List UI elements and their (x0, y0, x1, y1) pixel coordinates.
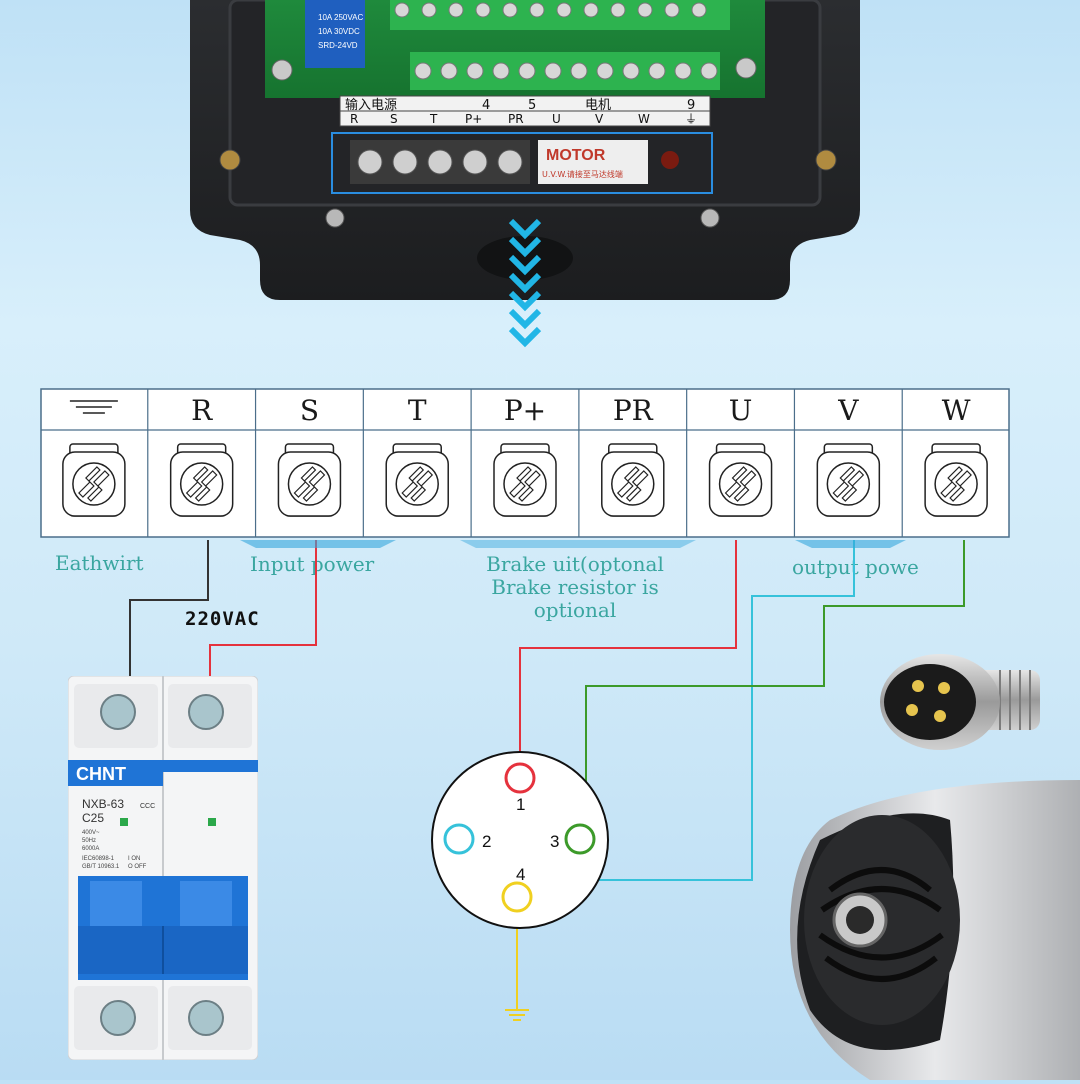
output-power-caption: output powe (792, 555, 919, 579)
terminal-label-input: 输入电源 (345, 97, 397, 113)
breaker-spec-3: 6000A (82, 846, 99, 852)
terminal-label-motor: 电机 (585, 98, 611, 113)
earth-caption: Eathwirt (55, 551, 144, 575)
photo-term-w: W (638, 112, 650, 126)
terminal-label-4: 4 (482, 98, 490, 113)
down-arrows-icon (505, 215, 545, 355)
screw-terminal-icon (169, 443, 234, 517)
brake-caption-line1: Brake uit(optonal (486, 552, 664, 576)
photo-term-ground: ⏚ (685, 112, 697, 126)
photo-term-r: R (350, 112, 358, 126)
breaker-spec-4: IEC60898-1 (82, 856, 115, 862)
circuit-breaker: CHNT NXB-63 CCC C25 400V~ 50Hz 6000A IEC… (67, 675, 259, 1061)
screw-terminal-icon (601, 443, 665, 517)
pin-3 (564, 823, 596, 855)
input-power-caption: Input power (250, 552, 375, 576)
terminal-header-v: V (837, 394, 859, 427)
aviation-plug-pinout: 1 2 3 4 (430, 750, 610, 930)
breaker-rating: C25 (82, 811, 104, 825)
terminal-label-9: 9 (687, 98, 695, 113)
photo-term-pr: PR (508, 112, 524, 126)
pin-3-label: 3 (550, 832, 559, 851)
relay-text-3: SRD-24VD (318, 41, 358, 50)
pin-1-label: 1 (516, 795, 525, 814)
brake-caption-line3: optional (533, 598, 617, 622)
w-green-wire (585, 540, 965, 826)
relay-text-2: 10A 30VDC (318, 27, 360, 36)
aviation-connector-photo (860, 650, 1050, 760)
photo-term-p: P+ (465, 112, 482, 126)
screw-terminal-icon (62, 443, 126, 517)
motor-label: MOTOR (546, 147, 606, 164)
pin-2-label: 2 (482, 832, 491, 851)
screw-terminal-icon (816, 443, 881, 517)
terminal-header-pplus: P+ (504, 394, 546, 427)
photo-term-v: V (595, 112, 604, 126)
breaker-brand: CHNT (76, 764, 126, 784)
terminal-header-s: S (300, 394, 319, 427)
terminal-label-5: 5 (528, 98, 536, 113)
terminal-diagram-table: R S T P+ PR U V W (40, 388, 1010, 538)
relay-text-1: 10A 250VAC (318, 13, 363, 22)
input-red-wire (209, 540, 317, 690)
brake-caption-line2: Brake resistor is (491, 575, 659, 599)
screw-terminal-icon (924, 443, 988, 517)
breaker-on-label: I ON (128, 856, 140, 862)
breaker-spec-5: GB/T 10963.1 (82, 864, 120, 870)
screw-terminal-icon (708, 443, 773, 517)
pin-4 (501, 881, 533, 913)
breaker-spec-2: 50Hz (82, 838, 96, 844)
pin-4-label: 4 (516, 865, 525, 884)
photo-term-s: S (390, 112, 398, 126)
u-red-wire (519, 540, 737, 764)
terminal-header-u: U (729, 394, 753, 427)
terminal-header-r: R (191, 394, 213, 427)
black-wire (129, 540, 209, 690)
pin-1 (504, 762, 536, 794)
photo-term-t: T (429, 112, 438, 126)
spindle-motor-photo (790, 780, 1080, 1080)
breaker-cert: CCC (140, 803, 155, 810)
breaker-spec-1: 400V~ (82, 830, 100, 836)
breaker-model: NXB-63 (82, 797, 124, 811)
screw-terminal-icon (493, 443, 557, 517)
motor-sublabel: U.V.W.请接至马达线端 (542, 169, 623, 179)
terminal-header-pr: PR (613, 394, 654, 427)
terminal-header-w: W (942, 394, 971, 427)
voltage-label: 220VAC (185, 608, 260, 630)
terminal-header-t: T (408, 394, 427, 427)
photo-term-u: U (552, 112, 561, 126)
breaker-off-label: O OFF (128, 864, 147, 870)
ground-icon (69, 400, 118, 414)
screw-terminal-icon (385, 443, 449, 517)
controller-box-photo: 10A 250VAC 10A 30VDC SRD-24VD 输入电源 4 5 电… (190, 0, 860, 300)
pin-2 (443, 823, 475, 855)
screw-terminal-icon (277, 443, 342, 517)
